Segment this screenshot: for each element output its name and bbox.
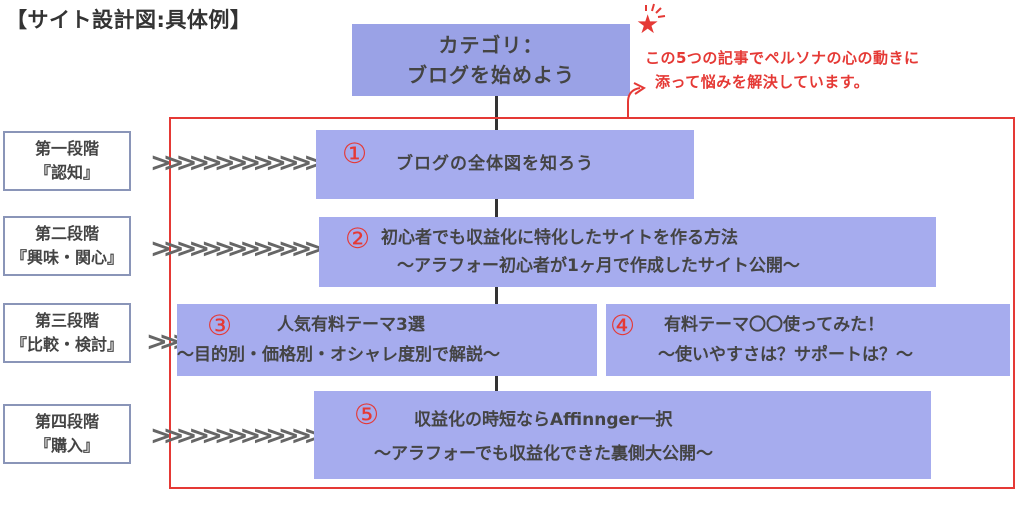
star-icon: ★ — [636, 10, 660, 40]
page-title: 【サイト設計図:具体例】 — [6, 8, 252, 32]
article-subtitle: 〜アラフォーでも収益化できた裏側大公開〜 — [374, 444, 713, 464]
note-line-1: この5つの記事でペルソナの心の動きに — [645, 49, 920, 67]
stage-title: 第三段階 — [34, 311, 99, 330]
highlight-frame — [169, 117, 1015, 489]
category-name: ブログを始めよう — [407, 63, 575, 87]
article-subtitle: 〜アラフォー初心者が1ヶ月で作成したサイト公開〜 — [397, 256, 800, 276]
connector-line — [495, 376, 498, 391]
article-box-1: ① ブログの全体図を知ろう — [316, 130, 694, 199]
article-box-5: ⑤ 収益化の時短ならAffinnger一択 〜アラフォーでも収益化できた裏側大公… — [314, 391, 931, 479]
stage-box-1: 第一段階 『認知』 — [3, 131, 131, 191]
chevron-arrows-icon: >>>>>>>>>>>>> — [150, 421, 325, 451]
note-line-2: 添って悩みを解決しています。 — [655, 73, 870, 91]
stage-box-2: 第二段階 『興味・関心』 — [3, 216, 131, 276]
connector-line — [495, 287, 498, 304]
stage-title: 第二段階 — [34, 224, 99, 243]
chevron-arrows-icon: >>>>>>>>>>>>> — [150, 234, 325, 264]
stage-title: 第四段階 — [34, 412, 99, 431]
note-pointer — [627, 82, 646, 118]
category-box: カテゴリ： ブログを始めよう — [352, 24, 630, 96]
article-title: 初心者でも収益化に特化したサイトを作る方法 — [381, 228, 738, 248]
article-subtitle: 〜目的別・価格別・オシャレ度別で解説〜 — [177, 345, 500, 365]
stage-name: 『認知』 — [34, 163, 99, 182]
stage-box-3: 第三段階 『比較・検討』 — [3, 303, 131, 363]
article-title: 収益化の時短ならAffinnger一択 — [414, 410, 673, 430]
article-number: ② — [345, 222, 371, 255]
chevron-arrows-icon: >>>>>>>>>>>>> — [150, 148, 325, 178]
stage-name: 『興味・関心』 — [10, 248, 123, 267]
article-number: ③ — [207, 309, 233, 342]
category-label: カテゴリ： — [438, 33, 544, 57]
star-burst-icon — [645, 3, 666, 18]
stage-name: 『比較・検討』 — [10, 335, 123, 354]
connector-line — [495, 199, 498, 217]
article-box-4: ④ 有料テーマ〇〇使ってみた！ 〜使いやすさは？サポートは？〜 — [606, 304, 1010, 376]
article-subtitle: 〜使いやすさは？サポートは？〜 — [658, 345, 913, 365]
article-title: ブログの全体図を知ろう — [396, 154, 594, 174]
article-number: ⑤ — [354, 398, 380, 431]
connector-line — [495, 96, 498, 130]
stage-name: 『購入』 — [34, 436, 99, 455]
stage-box-4: 第四段階 『購入』 — [3, 404, 131, 464]
article-number: ④ — [610, 309, 636, 342]
stage-title: 第一段階 — [34, 139, 99, 158]
annotation-note: この5つの記事でペルソナの心の動きに 添って悩みを解決しています。 — [645, 46, 919, 94]
article-title: 人気有料テーマ3選 — [277, 315, 425, 335]
article-box-2: ② 初心者でも収益化に特化したサイトを作る方法 〜アラフォー初心者が1ヶ月で作成… — [319, 217, 936, 287]
article-title: 有料テーマ〇〇使ってみた！ — [664, 315, 885, 335]
article-number: ① — [342, 137, 368, 170]
article-box-3: ③ 人気有料テーマ3選 〜目的別・価格別・オシャレ度別で解説〜 — [177, 304, 597, 376]
